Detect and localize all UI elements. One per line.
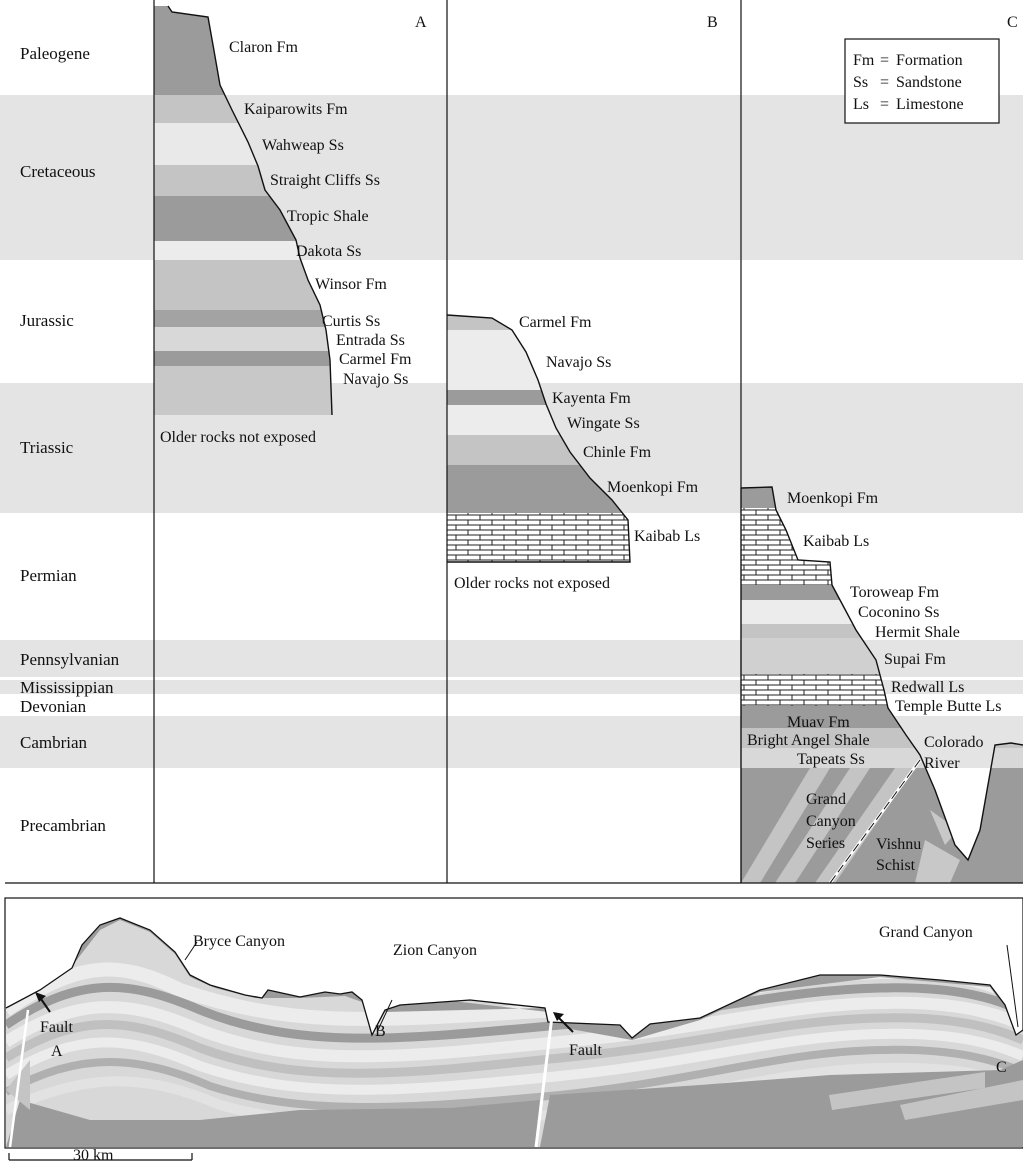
fault-label: Fault bbox=[40, 1019, 73, 1036]
formation-label: Navajo Ss bbox=[343, 371, 408, 388]
period-label: Permian bbox=[20, 566, 77, 585]
period-label: Cretaceous bbox=[20, 162, 96, 181]
formation-label: Moenkopi Fm bbox=[787, 490, 879, 507]
colorado-river-label: Colorado bbox=[924, 734, 984, 751]
fault-label: Fault bbox=[569, 1042, 602, 1059]
period-label: Jurassic bbox=[20, 311, 74, 330]
legend-meaning: Formation bbox=[896, 52, 963, 69]
formation-label: Dakota Ss bbox=[296, 243, 361, 260]
legend-meaning: Sandstone bbox=[896, 74, 962, 91]
formation-label: Muav Fm bbox=[787, 714, 850, 731]
point-b-label: B bbox=[375, 1023, 386, 1040]
formation-label: Kaibab Ls bbox=[634, 528, 700, 545]
formation-label: Entrada Ss bbox=[336, 332, 405, 349]
formation-label: Kaiparowits Fm bbox=[244, 101, 348, 118]
formation-label: Carmel Fm bbox=[339, 351, 412, 368]
legend-abbr: Fm bbox=[853, 52, 875, 69]
legend-eq: = bbox=[880, 74, 889, 91]
formation-label: Claron Fm bbox=[229, 39, 298, 56]
formation-label: Coconino Ss bbox=[858, 604, 939, 621]
formation-label: Redwall Ls bbox=[891, 679, 964, 696]
legend-eq: = bbox=[880, 52, 889, 69]
grand-canyon-series-label: Series bbox=[806, 835, 845, 852]
column-a-labels: Claron Fm Kaiparowits Fm Wahweap Ss Stra… bbox=[160, 39, 412, 446]
formation-label: Hermit Shale bbox=[875, 624, 960, 641]
cross-section: Bryce Canyon Zion Canyon Grand Canyon Fa… bbox=[4, 897, 1023, 1149]
legend-meaning: Limestone bbox=[896, 96, 964, 113]
formation-label: Wahweap Ss bbox=[262, 137, 344, 154]
period-label: Triassic bbox=[20, 438, 74, 457]
column-b-label: B bbox=[707, 14, 718, 31]
formation-label: Kayenta Fm bbox=[552, 390, 631, 407]
formation-label: Wingate Ss bbox=[567, 415, 640, 432]
grand-canyon-series-label: Grand bbox=[806, 791, 846, 808]
period-label: Precambrian bbox=[20, 816, 106, 835]
formation-label: Carmel Fm bbox=[519, 314, 592, 331]
formation-label: Bright Angel Shale bbox=[747, 732, 870, 749]
formation-label: Tropic Shale bbox=[287, 208, 369, 225]
legend-abbr: Ss bbox=[853, 74, 868, 91]
formation-label: Straight Cliffs Ss bbox=[270, 172, 380, 189]
formation-label: Moenkopi Fm bbox=[607, 479, 699, 496]
formation-label: Kaibab Ls bbox=[803, 533, 869, 550]
place-label: Zion Canyon bbox=[393, 942, 477, 959]
place-label: Bryce Canyon bbox=[193, 933, 285, 950]
place-label: Grand Canyon bbox=[879, 924, 973, 941]
top-panel-frame bbox=[5, 0, 1023, 884]
column-c-labels: Moenkopi Fm Kaibab Ls Toroweap Fm Coconi… bbox=[747, 490, 1001, 874]
column-c-label: C bbox=[1007, 14, 1018, 31]
legend-eq: = bbox=[880, 96, 889, 113]
older-rocks-note: Older rocks not exposed bbox=[160, 429, 316, 446]
vishnu-schist-label: Schist bbox=[876, 857, 916, 874]
column-b-labels: Carmel Fm Navajo Ss Kayenta Fm Wingate S… bbox=[454, 314, 700, 592]
formation-label: Supai Fm bbox=[884, 651, 946, 668]
point-a-label: A bbox=[51, 1043, 63, 1060]
formation-label: Tapeats Ss bbox=[797, 751, 865, 768]
formation-label: Navajo Ss bbox=[546, 354, 611, 371]
older-rocks-note: Older rocks not exposed bbox=[454, 575, 610, 592]
legend-abbr: Ls bbox=[853, 96, 869, 113]
colorado-river-label: River bbox=[924, 755, 960, 772]
period-label: Pennsylvanian bbox=[20, 650, 120, 669]
formation-label: Toroweap Fm bbox=[850, 584, 940, 601]
point-c-label: C bbox=[996, 1059, 1007, 1076]
grand-canyon-series-label: Canyon bbox=[806, 813, 856, 830]
formation-label: Temple Butte Ls bbox=[895, 698, 1001, 715]
scale-bar: 30 km bbox=[8, 1147, 193, 1161]
period-labels: Paleogene Cretaceous Jurassic Triassic P… bbox=[20, 44, 120, 835]
period-label: Mississippian bbox=[20, 678, 114, 697]
period-label: Devonian bbox=[20, 697, 87, 716]
formation-label: Winsor Fm bbox=[315, 276, 387, 293]
abbreviation-legend: Fm = Formation Ss = Sandstone Ls = Limes… bbox=[844, 38, 1000, 124]
period-label: Paleogene bbox=[20, 44, 90, 63]
vishnu-schist-label: Vishnu bbox=[876, 836, 921, 853]
period-label: Cambrian bbox=[20, 733, 88, 752]
formation-label: Curtis Ss bbox=[322, 313, 380, 330]
column-a-label: A bbox=[415, 14, 427, 31]
scale-label: 30 km bbox=[73, 1147, 114, 1161]
formation-label: Chinle Fm bbox=[583, 444, 652, 461]
